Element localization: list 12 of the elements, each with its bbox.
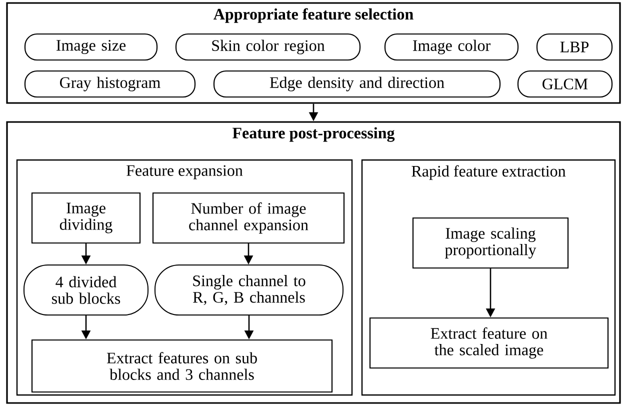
feature-pill: Edge density and direction bbox=[213, 70, 501, 98]
process-box: Image scaling proportionally bbox=[412, 217, 569, 269]
process-box: Extract feature on the scaled image bbox=[369, 317, 609, 369]
process-box: Number of image channel expansion bbox=[152, 192, 345, 244]
process-box: Extract features on sub blocks and 3 channels bbox=[31, 339, 333, 393]
feature-pill: Image size bbox=[24, 33, 158, 61]
feature-pill: GLCM bbox=[517, 70, 613, 98]
process-box: Image dividing bbox=[31, 192, 141, 244]
feature-pill: Image color bbox=[384, 33, 519, 61]
feature-pill: Skin color region bbox=[175, 33, 361, 61]
feature-pill: Gray histogram bbox=[24, 70, 196, 98]
feature-pill: LBP bbox=[536, 33, 613, 61]
